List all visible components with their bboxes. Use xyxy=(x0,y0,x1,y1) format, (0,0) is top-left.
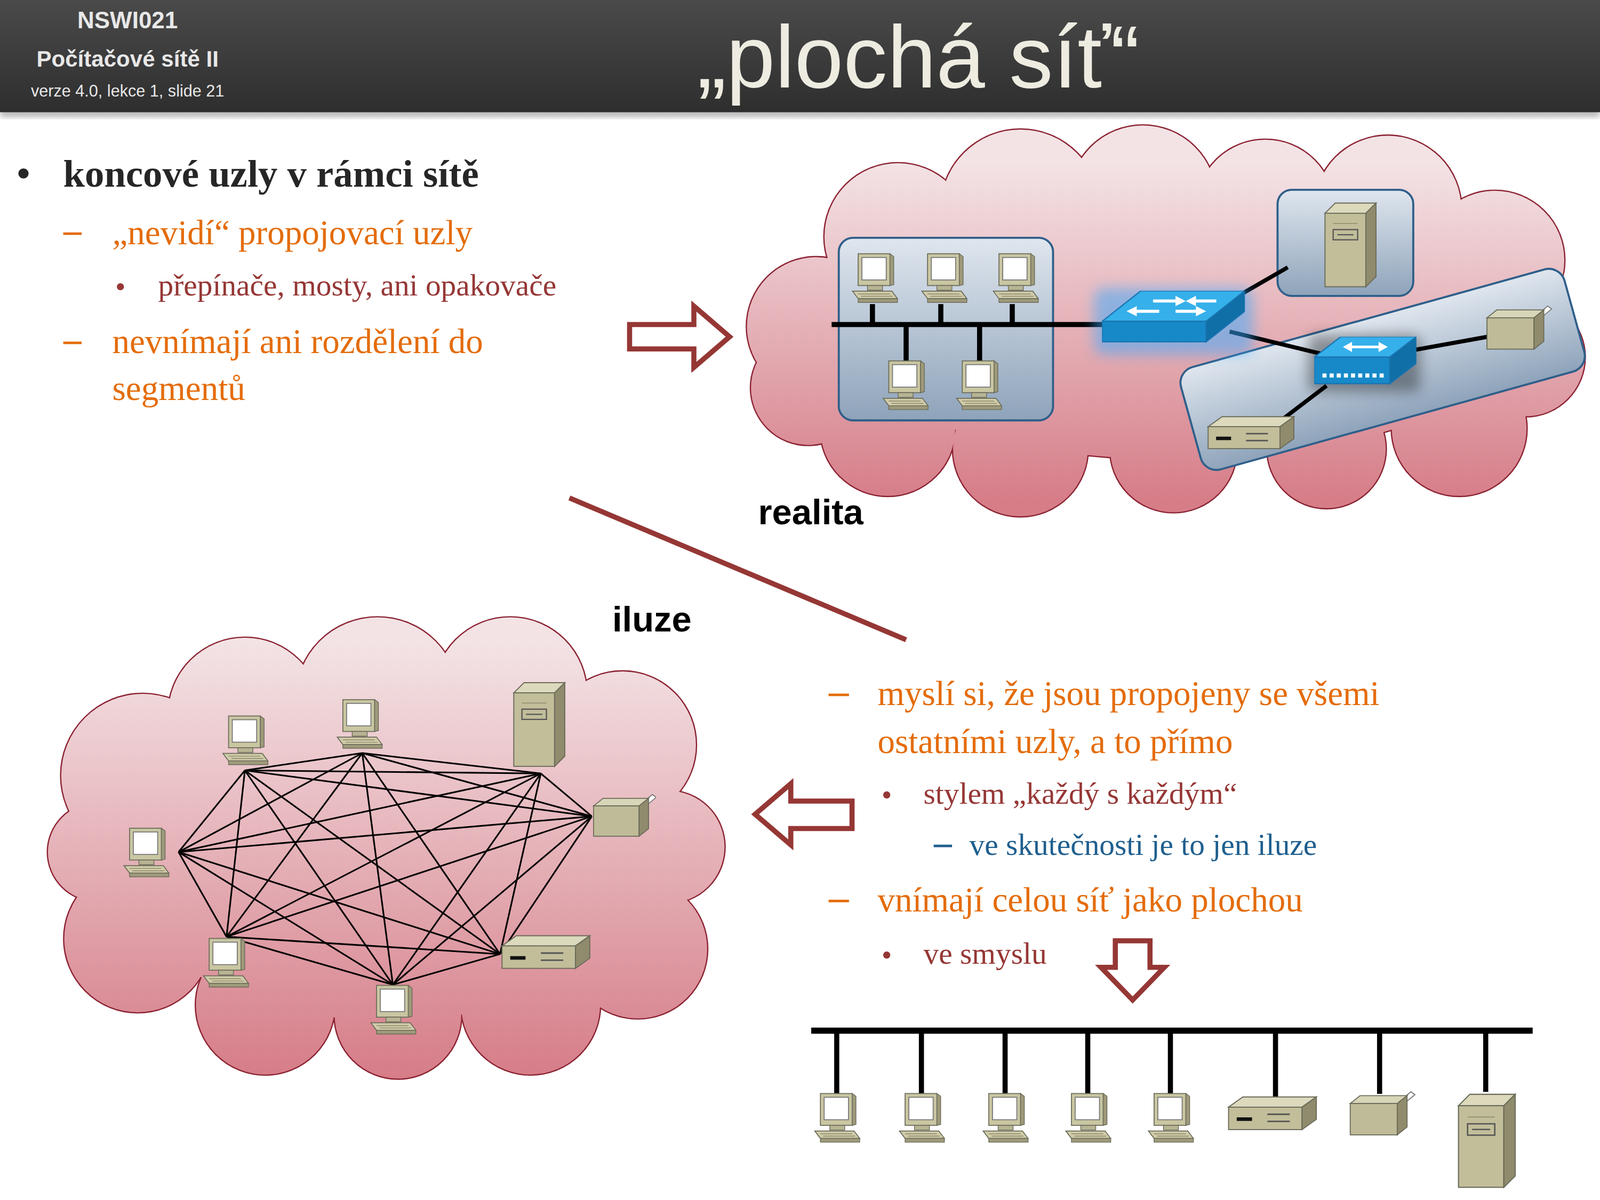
mesh-line xyxy=(178,753,363,853)
diagram-label: realita xyxy=(758,490,864,534)
hollow-arrow xyxy=(755,783,853,845)
bullet-text: přepínače, mosty, ani opakovače xyxy=(158,267,557,304)
mesh-line xyxy=(244,770,541,774)
mesh-line xyxy=(178,816,592,853)
mesh-line xyxy=(226,936,501,955)
bus-wire xyxy=(831,304,1112,364)
course-name: Počítačové sítě II xyxy=(2,45,253,74)
bullet-heading: koncové uzly v rámci sítě xyxy=(63,150,479,197)
network-devices xyxy=(852,203,1552,449)
link-wire xyxy=(1229,267,1488,419)
bullet-text: nevnímají ani rozdělení do segmentů xyxy=(112,318,602,413)
segment-box xyxy=(1277,189,1413,296)
hollow-arrow xyxy=(629,306,730,368)
slide-title: „plochá síť“ xyxy=(357,9,1480,106)
slide-version: verze 4.0, lekce 1, slide 21 xyxy=(2,81,253,101)
bullet-text: ve skutečnosti je to jen iluze xyxy=(969,826,1318,864)
mesh-line xyxy=(540,773,592,816)
cloud-iluze xyxy=(48,617,725,1079)
cloud-lobe xyxy=(112,693,663,1021)
bullet-text: stylem „každý s každým“ xyxy=(923,775,1238,813)
mesh-line xyxy=(226,773,541,937)
mesh-line xyxy=(226,753,363,937)
mesh-line xyxy=(178,852,227,938)
header-bar xyxy=(0,0,1600,112)
mesh-line xyxy=(393,816,592,986)
mesh-line xyxy=(226,770,245,938)
cloud-lobe xyxy=(112,693,663,1021)
mesh-line xyxy=(226,936,394,985)
course-code: NSWI021 xyxy=(2,6,253,35)
mesh-line xyxy=(178,773,541,852)
bullet-text: „nevidí“ propojovací uzly xyxy=(112,211,473,254)
hollow-arrow xyxy=(1100,940,1165,1000)
mesh-line xyxy=(244,770,393,986)
mesh-line xyxy=(362,753,393,985)
bullet-markers xyxy=(18,168,952,959)
mesh-line xyxy=(393,954,501,985)
bullet-text: ve smyslu xyxy=(923,935,1047,973)
flat-bus xyxy=(811,1030,1533,1188)
diagram-label: iluze xyxy=(612,597,692,641)
bullet-text: myslí si, že jsou propojeny se všemi ost… xyxy=(877,669,1500,766)
mesh-line xyxy=(500,816,592,955)
mesh-line xyxy=(226,816,592,938)
mesh-devices xyxy=(123,682,656,1035)
bullet-text: vnímají celou síť jako plochou xyxy=(877,878,1303,921)
